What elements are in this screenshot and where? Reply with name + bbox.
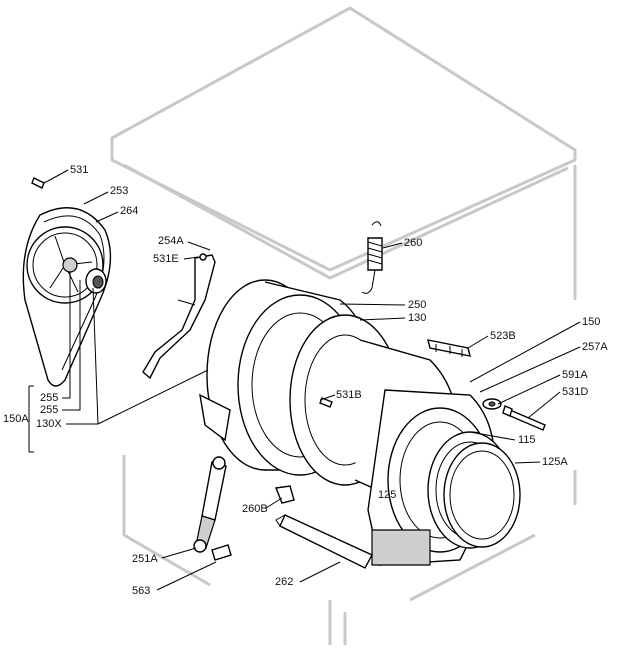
label-251a: 251A [132, 553, 158, 565]
leader-lines [28, 169, 581, 591]
label-531: 531 [70, 164, 88, 176]
label-150a: 150A [3, 413, 29, 425]
shock-absorber-part [193, 456, 227, 553]
label-125: 125 [378, 489, 396, 501]
label-250: 250 [408, 299, 426, 311]
label-260: 260 [404, 237, 422, 249]
label-255-first: 255 [40, 392, 58, 404]
label-254a: 254A [158, 235, 184, 247]
pulley-part [22, 207, 112, 387]
label-531b: 531B [336, 389, 362, 401]
label-130x: 130X [36, 418, 62, 430]
door-seal-part [427, 431, 521, 549]
screw-531 [31, 177, 49, 189]
label-531e: 531E [153, 253, 179, 265]
bolt-part [502, 405, 546, 431]
label-115: 115 [518, 434, 536, 446]
washer-part [482, 398, 502, 410]
part-labels: 531 253 264 254A 531E 260 250 130 523B 1… [3, 164, 608, 597]
weight-part [275, 514, 373, 569]
screw-531b [319, 397, 333, 408]
label-255-second: 255 [40, 404, 58, 416]
label-563: 563 [132, 585, 150, 597]
label-531d: 531D [562, 386, 588, 398]
label-260b: 260B [242, 503, 268, 515]
label-523b: 523B [490, 330, 516, 342]
pin-part [211, 544, 232, 561]
spring-part [361, 221, 383, 294]
label-264: 264 [120, 205, 138, 217]
cabinet-outline [110, 6, 577, 645]
label-125a: 125A [542, 456, 568, 468]
label-591a: 591A [562, 369, 588, 381]
label-130: 130 [408, 312, 426, 324]
label-257a: 257A [582, 341, 608, 353]
label-262: 262 [275, 576, 293, 588]
heater-bracket-part [427, 339, 471, 357]
label-150: 150 [582, 316, 600, 328]
bracket-part [142, 253, 216, 380]
label-253: 253 [110, 185, 128, 197]
